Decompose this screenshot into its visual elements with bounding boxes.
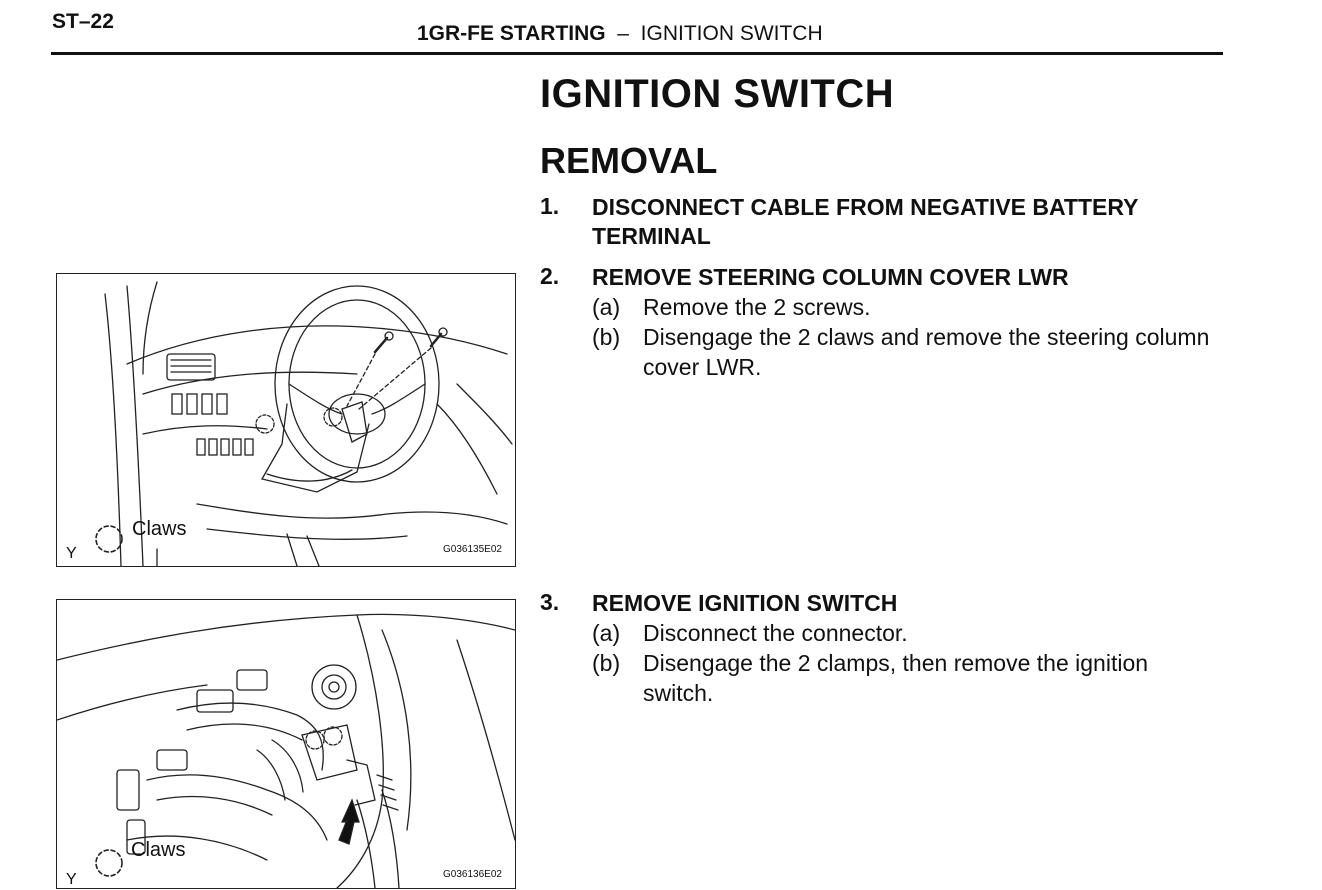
substep: (b) Disengage the 2 claws and remove the… bbox=[592, 322, 1220, 382]
substep-label: (a) bbox=[592, 294, 621, 320]
figure-legend-label: Claws bbox=[132, 518, 187, 540]
figure-corner-mark: Y bbox=[66, 545, 77, 562]
figure-legend-label: Claws bbox=[131, 839, 186, 861]
steering-wheel-illustration bbox=[95, 281, 513, 566]
step-title: REMOVE IGNITION SWITCH bbox=[592, 590, 898, 616]
step-number: 3. bbox=[540, 589, 560, 615]
page-id: ST–22 bbox=[52, 10, 114, 33]
substep: (b) Disengage the 2 clamps, then remove … bbox=[592, 648, 1220, 708]
step-number: 2. bbox=[540, 263, 560, 289]
substep-label: (b) bbox=[592, 650, 621, 676]
step-number: 1. bbox=[540, 193, 560, 219]
figure-code: G036136E02 bbox=[443, 869, 502, 880]
substep: (a) Disconnect the connector. bbox=[592, 618, 1220, 648]
step-2: 2. REMOVE STEERING COLUMN COVER LWR (a) … bbox=[540, 263, 1220, 382]
substep: (a) Remove the 2 screws. bbox=[592, 292, 1220, 322]
figure-ignition-switch: Claws Y G036136E02 bbox=[56, 599, 516, 889]
header-section: 1GR-FE STARTING bbox=[417, 22, 606, 45]
header-title: 1GR-FE STARTING – IGNITION SWITCH bbox=[417, 22, 823, 46]
figure-code: G036135E02 bbox=[443, 544, 502, 555]
header-subsection: IGNITION SWITCH bbox=[640, 22, 823, 45]
ignition-switch-illustration bbox=[57, 613, 515, 888]
substep-text: Remove the 2 screws. bbox=[643, 294, 871, 320]
substep-text: Disconnect the connector. bbox=[643, 620, 908, 646]
header-rule bbox=[51, 52, 1223, 55]
figure-corner-mark: Y bbox=[66, 871, 77, 888]
page-subtitle: REMOVAL bbox=[540, 140, 718, 181]
step-title: REMOVE STEERING COLUMN COVER LWR bbox=[592, 264, 1069, 290]
substep-text: Disengage the 2 claws and remove the ste… bbox=[643, 324, 1210, 380]
step-3: 3. REMOVE IGNITION SWITCH (a) Disconnect… bbox=[540, 589, 1220, 708]
substep-text: Disengage the 2 clamps, then remove the … bbox=[643, 650, 1149, 706]
header-separator: – bbox=[617, 22, 629, 45]
substep-label: (b) bbox=[592, 324, 621, 350]
page-title: IGNITION SWITCH bbox=[540, 72, 895, 116]
step-1: 1. DISCONNECT CABLE FROM NEGATIVE BATTER… bbox=[540, 193, 1220, 251]
substep-label: (a) bbox=[592, 620, 621, 646]
step-title: DISCONNECT CABLE FROM NEGATIVE BATTERY T… bbox=[592, 194, 1139, 249]
figure-steering-column: Claws Y G036135E02 bbox=[56, 273, 516, 567]
